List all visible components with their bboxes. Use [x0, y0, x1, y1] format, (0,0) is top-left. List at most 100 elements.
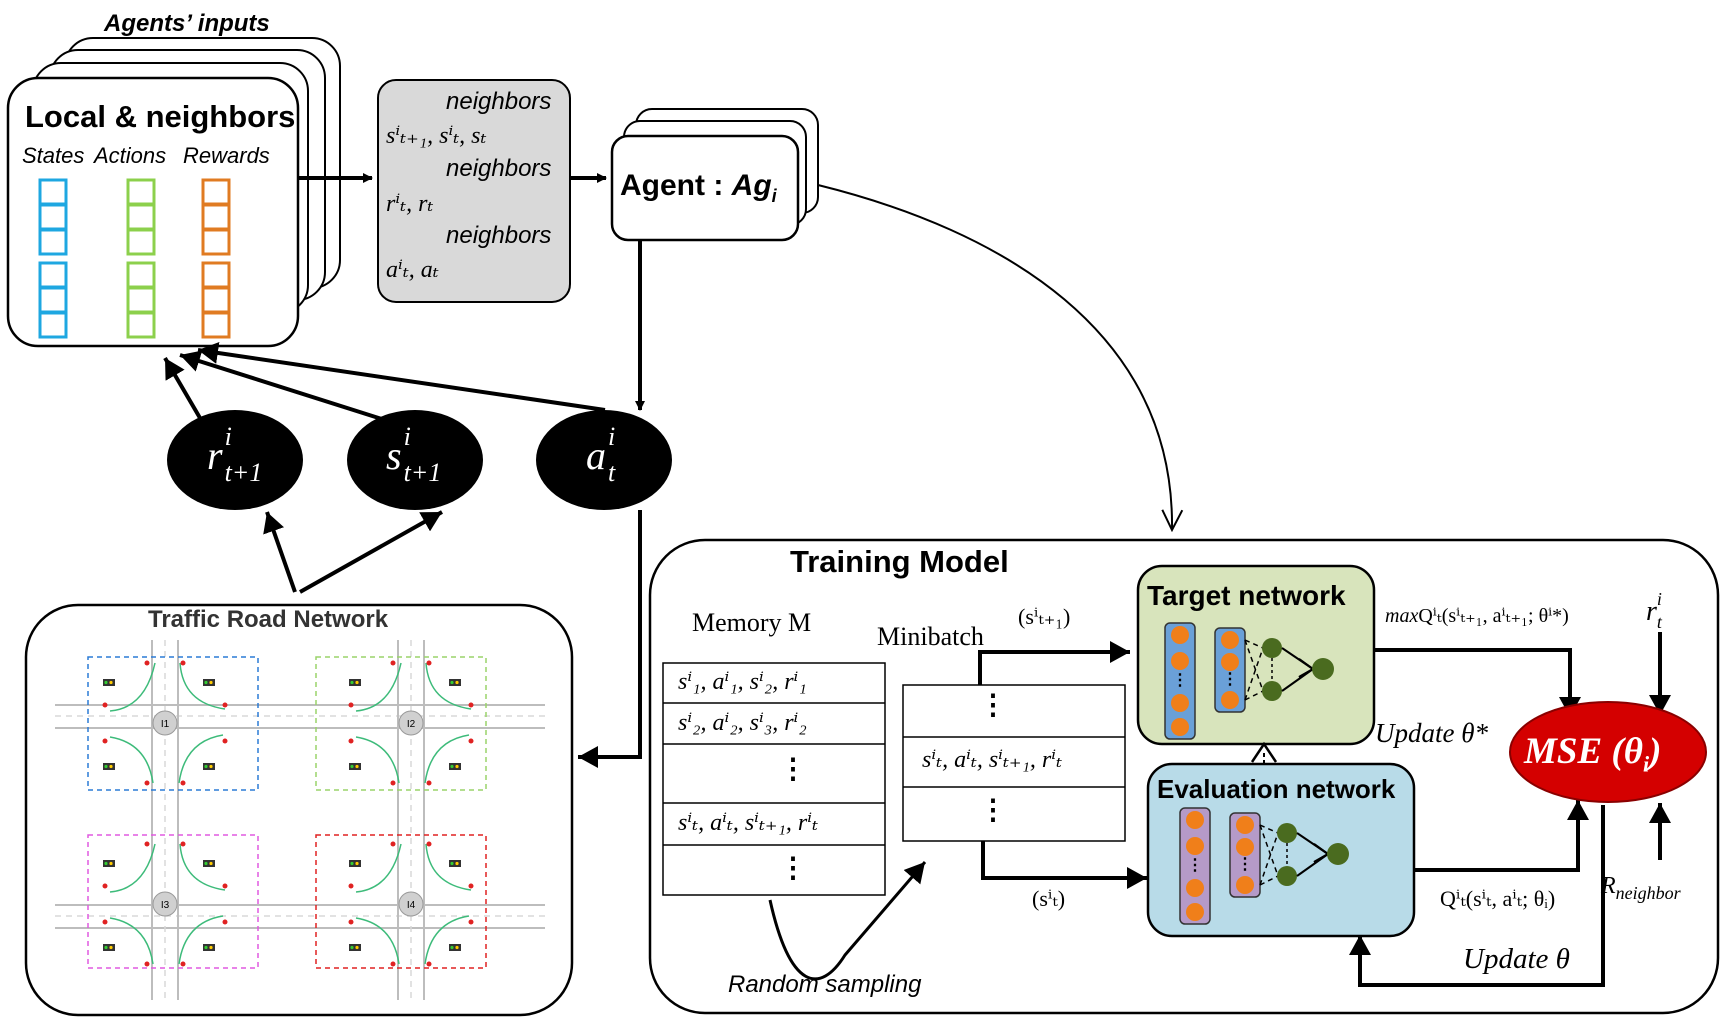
light-green: [450, 945, 454, 950]
target-input-label: (sⁱₜ₊₁): [1018, 604, 1071, 629]
light-green: [350, 764, 354, 769]
intersection-node: [152, 891, 178, 917]
light-yellow: [355, 861, 359, 866]
sensor-dot: [348, 919, 354, 925]
neuron: [1171, 694, 1189, 712]
state-cell: [38, 228, 68, 256]
intersection-zone: [315, 656, 487, 791]
intersection-label: I2: [407, 719, 416, 730]
light-yellow: [455, 764, 459, 769]
neuron: [1186, 837, 1204, 855]
observation-box: [377, 79, 571, 303]
turn-path: [109, 843, 156, 893]
light-yellow: [355, 680, 359, 685]
sensor-dot: [468, 883, 474, 889]
connection: [1244, 690, 1264, 701]
output-node: [1312, 658, 1334, 680]
r-neighbor-sub: neighbor: [1615, 882, 1681, 903]
arrow-agent-to-training: [817, 184, 1172, 530]
neuron: [1171, 626, 1189, 644]
traffic-light: [203, 679, 215, 686]
connection: [1259, 824, 1279, 877]
sensor-dot: [180, 780, 186, 786]
turn-path: [355, 736, 400, 784]
minibatch-row-2: sⁱₜ, aⁱₜ, sⁱₜ₊₁, rⁱₜ: [922, 747, 1063, 773]
q-eval-label: Qⁱₜ(sⁱₜ, aⁱₜ; θᵢ): [1440, 886, 1556, 911]
sensor-dot: [144, 961, 150, 967]
sensor-dot: [180, 660, 186, 666]
intersection-zone: [315, 834, 487, 969]
connection: [1259, 832, 1279, 886]
turn-path: [179, 662, 226, 710]
arrow-traffic-to-reward: [263, 511, 297, 593]
actions-label: Actions: [94, 143, 167, 168]
evaluation-network-title: Evaluation network: [1157, 774, 1396, 804]
sensor-dot: [426, 660, 432, 666]
action-cell: [126, 228, 156, 256]
minibatch-table: [902, 684, 1126, 842]
sensor-dot: [426, 961, 432, 967]
agents-inputs-title: Agents’ inputs: [104, 10, 270, 37]
sensor-dot: [426, 780, 432, 786]
hidden-node: [1277, 866, 1297, 886]
turn-path: [109, 736, 154, 784]
turn-path: [179, 843, 226, 891]
traffic-light: [203, 944, 215, 951]
action-sup: i: [608, 422, 616, 451]
reward-cell: [201, 228, 231, 256]
max-q-formula: Qⁱₜ(sⁱₜ₊₁, aⁱₜ₊₁; θⁱ*): [1418, 605, 1569, 627]
light-yellow: [109, 680, 113, 685]
r-neighbor-base: R: [1601, 873, 1616, 899]
neuron: [1186, 811, 1204, 829]
turn-path: [424, 734, 470, 784]
light-green: [350, 680, 354, 685]
intersection-zone: [87, 656, 259, 791]
arrow-traffic-to-state: [299, 510, 443, 594]
reward-t-sup: i: [1656, 589, 1662, 609]
turn-path: [178, 734, 224, 784]
sensor-dot: [390, 780, 396, 786]
arrow-target-to-mse: [1374, 648, 1581, 717]
neuron: [1171, 652, 1189, 670]
light-yellow: [209, 680, 213, 685]
sensor-dot: [222, 883, 228, 889]
mse-close: ): [1649, 731, 1662, 772]
light-yellow: [355, 945, 359, 950]
arrow-minibatch-to-target: [978, 641, 1130, 685]
sensor-dot: [180, 961, 186, 967]
states-column: [38, 178, 68, 339]
traffic-light: [349, 860, 361, 867]
connection: [1259, 875, 1279, 886]
arrow-mse-update-theta: [1349, 805, 1605, 987]
obs-formula-2: rⁱₜ, rₜ: [386, 191, 434, 217]
sensor-dot: [102, 702, 108, 708]
light-green: [450, 680, 454, 685]
action-sub: t: [608, 458, 616, 487]
ellipse-action: [536, 410, 672, 510]
connection: [1244, 647, 1264, 701]
turn-path: [109, 917, 154, 965]
traffic-light: [449, 944, 461, 951]
rewards-column: [201, 178, 231, 339]
light-yellow: [109, 945, 113, 950]
target-network-box: [1136, 564, 1376, 746]
update-theta-star-label: Update θ*: [1375, 718, 1488, 748]
ellipsis: ⋮: [1172, 672, 1188, 689]
sensor-dot: [102, 738, 108, 744]
memory-label: Memory M: [692, 608, 812, 637]
traffic-title: Traffic Road Network: [148, 606, 389, 633]
reward-sup: i: [224, 422, 232, 451]
light-green: [450, 764, 454, 769]
ellipse-reward: [167, 410, 303, 510]
neuron: [1186, 903, 1204, 921]
sensor-dot: [348, 702, 354, 708]
traffic-light: [103, 860, 115, 867]
reward-sub: t+1: [224, 458, 263, 487]
light-green: [204, 945, 208, 950]
neuron: [1221, 631, 1239, 649]
sensor-dot: [468, 919, 474, 925]
